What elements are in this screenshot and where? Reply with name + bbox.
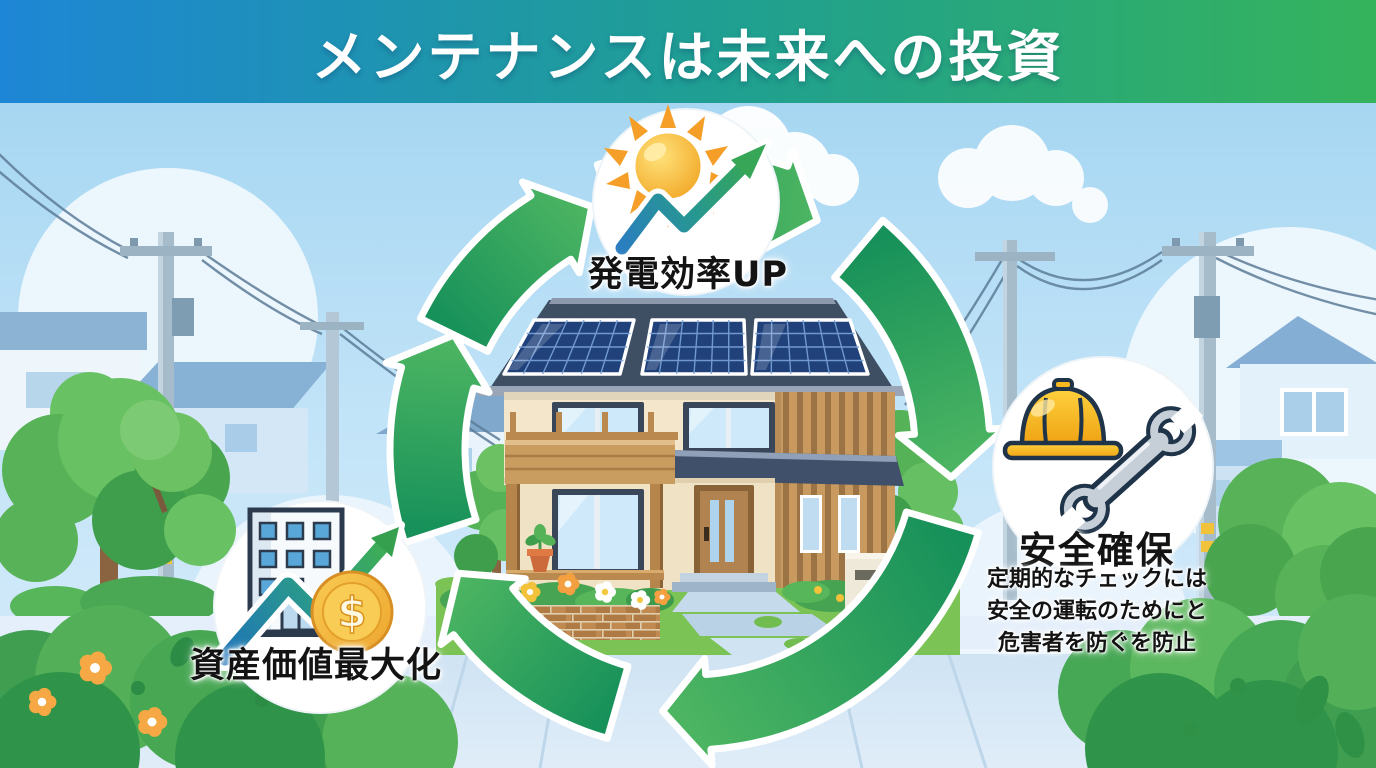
window [683,402,775,454]
cycle-arrow-segment [831,216,1009,481]
node-safety [992,356,1214,578]
potted-plant [525,524,556,572]
safety-description-line: 危害者を防ぐを防止 [997,631,1196,656]
header-banner: メンテナンスは未来への投資 [0,0,1376,103]
coin-icon: $ [310,570,394,654]
bush [1058,594,1376,768]
entrance-door [694,485,754,579]
node-power-efficiency [592,104,780,296]
path [672,592,800,612]
steps [680,573,768,582]
wrench-icon [1052,401,1204,539]
solar-panels [502,318,870,376]
tree [120,400,212,514]
tree [1204,458,1376,690]
cycle-arrow-segment [382,331,493,547]
solar-house [435,298,964,658]
safety-description-line: 安全の運転のためにと [986,599,1207,624]
page-title: メンテナンスは未来への投資 [311,24,1065,89]
garden-flowers [520,572,671,610]
window [800,495,822,553]
cycle-arrow-segment [416,178,596,355]
label-safety: 安全確保 [1019,529,1175,572]
hardhat-icon [1002,378,1124,461]
safety-description: 定期的なチェックには 安全の運転のためにと 危害者を防ぐを防止 [917,564,1277,660]
dollar-sign: $ [337,588,366,637]
node-asset-value: $ [212,500,427,714]
trees [0,372,1376,690]
safety-description-line: 定期的なチェックには [986,567,1207,592]
balcony [505,412,678,588]
trend-up-icon [610,138,772,260]
window [548,489,648,579]
bush-flowers [29,651,168,737]
window [838,495,860,553]
cycle-arrow-segment [659,508,982,768]
label-power-efficiency: 発電効率UP [587,255,789,295]
cloud [938,125,1108,223]
label-asset-value: 資産価値最大化 [189,646,442,686]
cycle-arrow-segment [437,569,632,742]
